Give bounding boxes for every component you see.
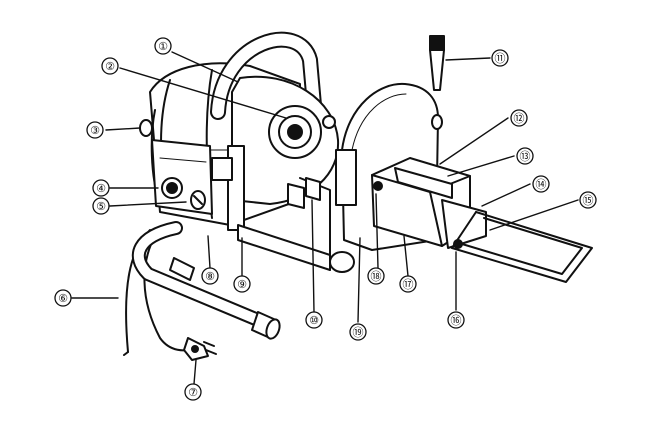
callout-marker [447,311,465,329]
callout-1: ① [158,40,168,53]
hose [131,221,281,340]
callout-15: ⑮ [583,194,594,207]
callout-9: ⑨ [237,278,247,291]
callout-marker [92,179,110,197]
callout-marker [233,275,251,293]
callout-marker [54,289,72,307]
leader-lines [71,51,579,385]
callout-marker [532,175,550,193]
callout-4: ④ [96,182,106,195]
callout-3: ③ [90,124,100,137]
callout-marker [101,57,119,75]
callout-5: ⑤ [96,200,106,213]
callout-18: ⑱ [371,270,382,283]
drawer-frame [451,211,593,283]
callout-marker [86,121,104,139]
callout-2: ② [105,60,115,73]
callout-marker [367,267,385,285]
callout-19: ⑲ [353,326,364,339]
callout-marker [201,267,219,285]
callout-labels: ① ② ③ ④ ⑤ ⑥ ⑦ ⑧ ⑨ ⑩ ⑪ ⑫ ⑬ ⑭ ⑮ ⑯ ⑰ [54,37,597,401]
callout-marker [399,275,417,293]
callout-marker [154,37,172,55]
callout-8: ⑧ [205,270,215,283]
pump-head [211,75,340,231]
power-plug [183,337,217,361]
callout-13: ⑬ [520,150,531,163]
callout-11: ⑪ [495,52,506,65]
sensor-probe [429,35,445,91]
callout-17: ⑰ [403,278,414,291]
callout-6: ⑥ [58,292,68,305]
callout-12: ⑫ [514,112,525,125]
callout-marker [92,197,110,215]
callout-marker [510,109,528,127]
callout-10: ⑩ [309,314,319,327]
callout-marker [184,383,202,401]
callout-16: ⑯ [451,314,462,327]
callout-marker [516,147,534,165]
side-knob [139,119,153,137]
callout-14: ⑭ [536,178,547,191]
callout-marker [579,191,597,209]
callout-marker [491,49,509,67]
callout-7: ⑦ [188,386,198,399]
carry-handle [210,31,326,158]
frame-rails [237,177,355,273]
callout-marker [305,311,323,329]
callout-marker [349,323,367,341]
